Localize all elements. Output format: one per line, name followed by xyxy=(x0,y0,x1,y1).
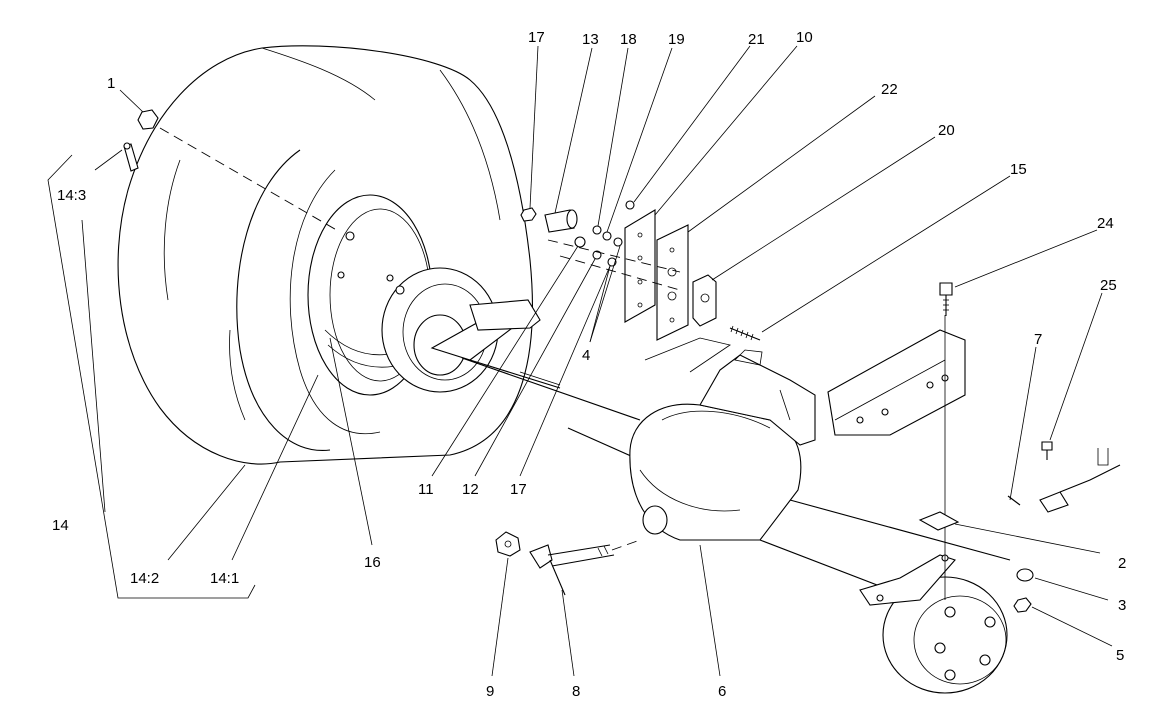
drum-stud xyxy=(944,669,956,681)
support-bracket xyxy=(827,315,966,600)
washer-11 xyxy=(574,236,586,248)
bracket-hole xyxy=(856,416,864,424)
callout-21: 21 xyxy=(748,31,765,48)
bracket-hole xyxy=(881,408,889,416)
bracket-fold xyxy=(834,359,946,421)
bracket-hole xyxy=(926,381,934,389)
axle-tube-line xyxy=(519,371,561,386)
callout-22: 22 xyxy=(881,81,898,98)
callout-14: 14 xyxy=(52,517,69,534)
housing-edge xyxy=(779,389,791,421)
drum-stud xyxy=(934,642,946,654)
callout-17-top: 17 xyxy=(528,29,545,46)
tire-outline xyxy=(117,45,533,465)
drum-face xyxy=(913,595,1007,685)
callout-2: 2 xyxy=(1118,555,1126,572)
drum-stud xyxy=(984,616,996,628)
dipstick-8 xyxy=(529,539,641,596)
drum-stud xyxy=(979,654,991,666)
block-20 xyxy=(692,274,717,327)
clip-2 xyxy=(918,511,960,531)
assembly-centerline xyxy=(559,255,681,291)
callout-19: 19 xyxy=(668,31,685,48)
leader-lines xyxy=(81,45,1113,677)
callout-18: 18 xyxy=(620,31,637,48)
tire-sidewall xyxy=(236,149,331,451)
rim-hole xyxy=(337,271,345,279)
cable-connector xyxy=(1039,448,1121,513)
callout-1: 1 xyxy=(107,75,115,92)
lockwasher xyxy=(613,237,623,247)
callouts: 1 14:3 14 14:2 14:1 16 17 13 18 19 21 10… xyxy=(52,29,1126,700)
callout-5: 5 xyxy=(1116,647,1124,664)
valve-stem xyxy=(123,142,139,172)
spring-15 xyxy=(729,325,761,341)
housing-boss xyxy=(734,349,763,366)
callout-4: 4 xyxy=(582,347,590,364)
axle-tube-right-top xyxy=(789,499,1011,561)
callout-25: 25 xyxy=(1100,277,1117,294)
washer-12 xyxy=(592,250,602,260)
washer-19 xyxy=(602,231,612,241)
callout-20: 20 xyxy=(938,122,955,139)
callout-6: 6 xyxy=(718,683,726,700)
assembly-centerline xyxy=(159,127,341,233)
callout-24: 24 xyxy=(1097,215,1114,232)
callout-15: 15 xyxy=(1010,161,1027,178)
assembly-centerline xyxy=(547,239,681,273)
mount-hole xyxy=(876,594,884,602)
pin-7 xyxy=(1007,495,1021,506)
wheel-stud xyxy=(395,285,405,295)
callout-9: 9 xyxy=(486,683,494,700)
bracket-plate xyxy=(827,329,966,436)
callout-16: 16 xyxy=(364,554,381,571)
callout-11: 11 xyxy=(418,481,434,498)
wheel-stud xyxy=(386,274,394,282)
screw-21 xyxy=(625,200,635,210)
tread-line xyxy=(439,69,501,221)
callout-17-bottom: 17 xyxy=(510,481,527,498)
washer-3 xyxy=(1016,568,1034,582)
housing-rib xyxy=(639,469,741,512)
lug-nut xyxy=(137,109,159,130)
callout-14-1: 14:1 xyxy=(210,570,239,587)
housing-rib xyxy=(661,410,771,429)
axle-arm-top xyxy=(469,299,541,331)
tire-bead xyxy=(289,169,381,435)
callout-3: 3 xyxy=(1118,597,1126,614)
callout-13: 13 xyxy=(582,31,599,48)
axle-mount-plate xyxy=(859,554,956,606)
axle-tube-top xyxy=(461,357,641,421)
axle-tube-right-bottom xyxy=(759,539,891,591)
wheel-assembly xyxy=(117,45,533,465)
axle-shaft xyxy=(469,359,561,389)
callout-14-3: 14:3 xyxy=(57,187,86,204)
valve-hole xyxy=(345,231,355,241)
bolt-24 xyxy=(939,282,953,316)
assembly-bracket xyxy=(47,154,256,599)
axle-tube-bottom xyxy=(567,427,641,461)
plate-22 xyxy=(656,224,689,341)
washer-18 xyxy=(592,225,602,235)
plate-10 xyxy=(624,209,656,323)
drum-stud xyxy=(944,606,956,618)
plug-9 xyxy=(495,531,521,557)
callout-8: 8 xyxy=(572,683,580,700)
nut-5 xyxy=(1013,597,1032,613)
callout-12: 12 xyxy=(462,481,479,498)
housing-cap xyxy=(699,354,816,446)
nut-17 xyxy=(520,207,537,222)
tread-line xyxy=(261,47,376,101)
callout-7: 7 xyxy=(1034,331,1042,348)
bolt-25 xyxy=(1041,441,1053,460)
tread-line xyxy=(163,159,181,301)
plate-outline xyxy=(644,337,731,373)
tread-line xyxy=(229,329,246,421)
callout-14-2: 14:2 xyxy=(130,570,159,587)
spacer-13 xyxy=(544,209,578,233)
callout-10: 10 xyxy=(796,29,813,46)
housing-port xyxy=(642,505,668,535)
